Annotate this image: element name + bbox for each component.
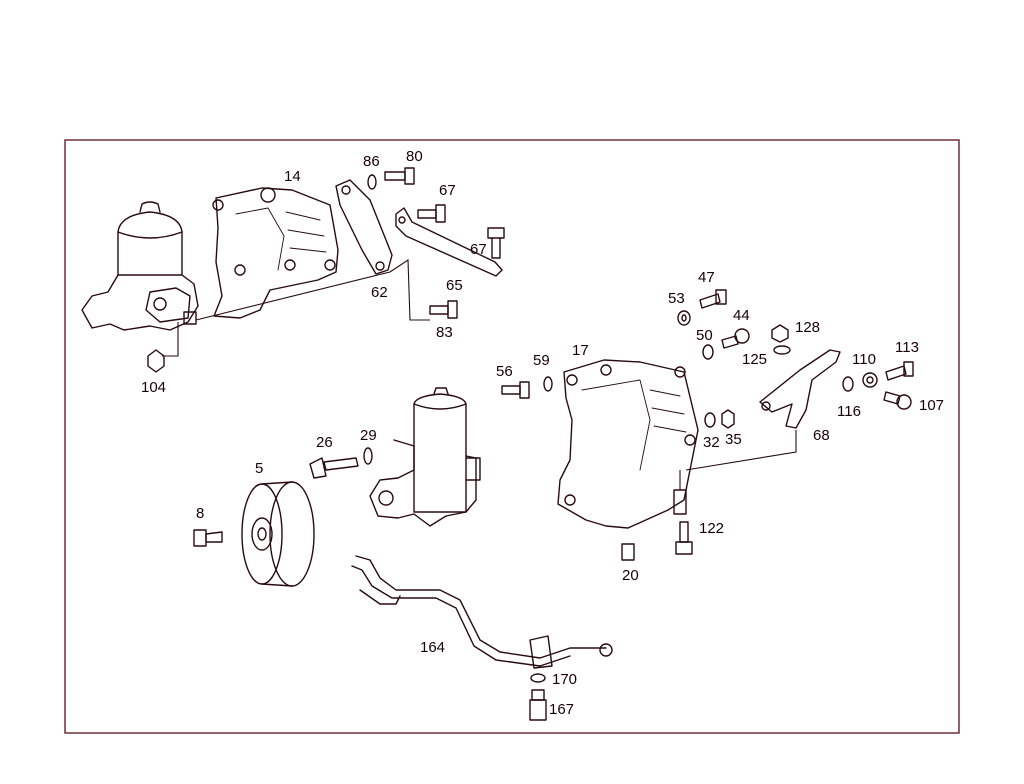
label-50: 50	[696, 327, 713, 344]
leader-104	[162, 322, 179, 357]
label-44: 44	[733, 307, 750, 324]
leader-62	[195, 258, 430, 321]
hose-164-drawing	[351, 555, 613, 669]
label-26: 26	[316, 434, 333, 451]
label-20: 20	[622, 567, 639, 584]
strap-65-drawing	[395, 207, 503, 277]
label-113: 113	[895, 339, 919, 356]
nut-35-drawing	[721, 409, 735, 429]
bolt-8-drawing	[193, 529, 223, 547]
washer-86-drawing	[367, 174, 377, 190]
label-67b: 67	[470, 241, 487, 258]
label-167: 167	[549, 701, 574, 718]
bolt-107-drawing	[883, 391, 912, 410]
reservoir-pump-drawing	[81, 201, 199, 331]
label-125: 125	[742, 351, 767, 368]
bracket-17-drawing	[557, 359, 699, 529]
label-104: 104	[141, 379, 166, 396]
washer-53-drawing	[677, 310, 691, 326]
bolt-26-drawing	[309, 457, 359, 479]
sleeve-20-drawing	[621, 543, 635, 561]
pulley-5-drawing	[241, 481, 315, 587]
power-steering-pump-drawing	[369, 387, 481, 527]
bracket-14-drawing	[212, 187, 339, 319]
label-17: 17	[572, 342, 589, 359]
bolt-80-drawing	[384, 167, 415, 185]
strap-62-drawing	[335, 179, 393, 275]
bolt-67a-drawing	[417, 204, 446, 223]
washer-59-drawing	[543, 376, 553, 392]
label-110: 110	[852, 351, 876, 368]
label-86: 86	[363, 153, 380, 170]
label-35: 35	[725, 431, 742, 448]
label-29: 29	[360, 427, 377, 444]
washer-170-drawing	[530, 673, 546, 683]
bolt-167-drawing	[529, 689, 547, 721]
bracket-68-drawing	[759, 349, 841, 429]
nut-110-drawing	[862, 372, 878, 388]
label-80: 80	[406, 148, 423, 165]
label-107: 107	[919, 397, 944, 414]
washer-125-drawing	[773, 345, 791, 355]
label-56: 56	[496, 363, 513, 380]
label-5: 5	[255, 460, 263, 477]
bolt-113-drawing	[885, 361, 914, 381]
label-53: 53	[668, 290, 685, 307]
label-8: 8	[196, 505, 204, 522]
washer-32-drawing	[704, 412, 716, 428]
nut-128-drawing	[771, 324, 789, 343]
label-122: 122	[699, 520, 724, 537]
label-164: 164	[420, 639, 445, 656]
label-67a: 67	[439, 182, 456, 199]
label-14: 14	[284, 168, 301, 185]
label-170: 170	[552, 671, 577, 688]
bolt-47-drawing	[699, 289, 727, 309]
washer-116-drawing	[842, 376, 854, 392]
bolt-44-drawing	[721, 328, 750, 349]
bolt-122-drawing	[675, 521, 693, 555]
bolt-56-drawing	[501, 381, 530, 399]
diagram-frame	[64, 139, 960, 734]
label-68: 68	[813, 427, 830, 444]
label-65: 65	[446, 277, 463, 294]
label-83: 83	[436, 324, 453, 341]
leader-68	[679, 430, 797, 490]
bolt-83-drawing	[429, 300, 458, 319]
bolt-67b-drawing	[487, 227, 505, 259]
label-47: 47	[698, 269, 715, 286]
nut-104-drawing	[147, 349, 165, 373]
label-116: 116	[837, 403, 861, 420]
washer-29-drawing	[363, 447, 373, 465]
label-128: 128	[795, 319, 820, 336]
label-62: 62	[371, 284, 388, 301]
label-59: 59	[533, 352, 550, 369]
washer-50-drawing	[702, 344, 714, 360]
label-32: 32	[703, 434, 720, 451]
